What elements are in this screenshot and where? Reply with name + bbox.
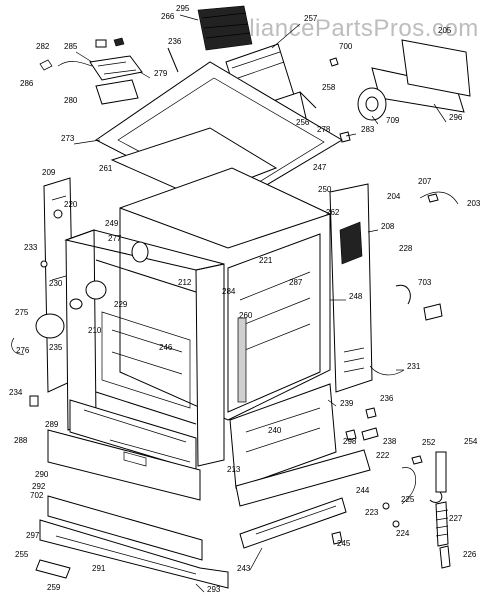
left-small-parts [11,209,83,407]
part-number-256: 256 [296,118,310,127]
part-number-212: 212 [178,278,192,287]
part-number-262: 262 [326,208,340,217]
part-number-703: 703 [418,278,432,287]
part-number-233: 233 [24,243,38,252]
part-number-245: 245 [337,539,351,548]
part-number-249: 249 [105,219,119,228]
part-number-286: 286 [20,79,34,88]
part-number-278: 278 [317,125,331,134]
part-number-254: 254 [464,437,478,446]
part-number-255: 255 [15,550,29,559]
part-number-283: 283 [361,125,375,134]
part-number-labels: 295 257 266 236 282 285 279 286 700 205 258 280 709 2… [9,4,481,594]
part-number-250: 250 [318,185,332,194]
part-number-208: 208 [381,222,395,231]
rear-duct-296 [357,39,471,121]
part-number-228: 228 [399,244,413,253]
bottom-parts [35,383,371,589]
part-number-252: 252 [422,438,436,447]
part-number-700: 700 [339,42,353,51]
part-number-257: 257 [304,14,318,23]
part-number-280: 280 [64,96,78,105]
part-number-222: 222 [376,451,390,460]
part-number-204: 204 [387,192,401,201]
part-number-709: 709 [386,116,400,125]
part-number-213: 213 [227,465,241,474]
part-number-231: 231 [407,362,421,371]
part-number-277: 277 [108,234,122,243]
part-number-702: 702 [30,491,44,500]
part-number-295: 295 [176,4,190,13]
part-number-223: 223 [365,508,379,517]
part-number-226: 226 [463,550,477,559]
part-number-203: 203 [467,199,481,208]
part-number-239: 239 [340,399,354,408]
part-number-230: 230 [49,279,63,288]
leader-lines [73,14,447,593]
part-number-244: 244 [356,486,370,495]
part-number-279: 279 [154,69,168,78]
right-small-parts [331,191,459,569]
oven-cavity-body [43,167,331,501]
part-number-238: 238 [383,437,397,446]
part-number-293: 293 [207,585,221,594]
part-number-210: 210 [88,326,102,335]
part-number-240: 240 [268,426,282,435]
part-number-243: 243 [237,564,251,573]
part-number-259: 259 [47,583,61,592]
part-number-292: 292 [32,482,46,491]
part-number-225: 225 [401,495,415,504]
part-number-235: 235 [49,343,63,352]
part-number-297: 297 [26,531,40,540]
part-number-258: 258 [322,83,336,92]
part-number-207: 207 [418,177,432,186]
part-number-276: 276 [16,346,30,355]
vent-duct-295 [197,5,253,51]
part-number-282: 282 [36,42,50,51]
part-number-229: 229 [114,300,128,309]
part-number-291: 291 [92,564,106,573]
part-number-236: 236 [168,37,182,46]
part-number-220: 220 [64,200,78,209]
part-number-236b: 236 [380,394,394,403]
part-number-290: 290 [35,470,49,479]
part-number-221: 221 [259,256,273,265]
part-number-275: 275 [15,308,29,317]
part-number-289: 289 [45,420,59,429]
part-number-287: 287 [289,278,303,287]
part-number-246: 246 [159,343,173,352]
part-number-224: 224 [396,529,410,538]
part-number-296: 296 [449,113,463,122]
part-number-248: 248 [349,292,363,301]
part-number-285: 285 [64,42,78,51]
part-number-205: 205 [438,26,452,35]
switch-assembly-279 [39,37,179,105]
part-number-273: 273 [61,134,75,143]
part-number-209: 209 [42,168,56,177]
right-side-panel-208 [329,183,373,393]
part-number-234: 234 [9,388,23,397]
part-number-266: 266 [161,12,175,21]
part-number-298: 298 [343,437,357,446]
part-number-247: 247 [313,163,327,172]
part-number-227: 227 [449,514,463,523]
part-number-261: 261 [99,164,113,173]
part-number-288: 288 [14,436,28,445]
part-number-284: 284 [222,287,236,296]
part-number-260: 260 [239,311,253,320]
